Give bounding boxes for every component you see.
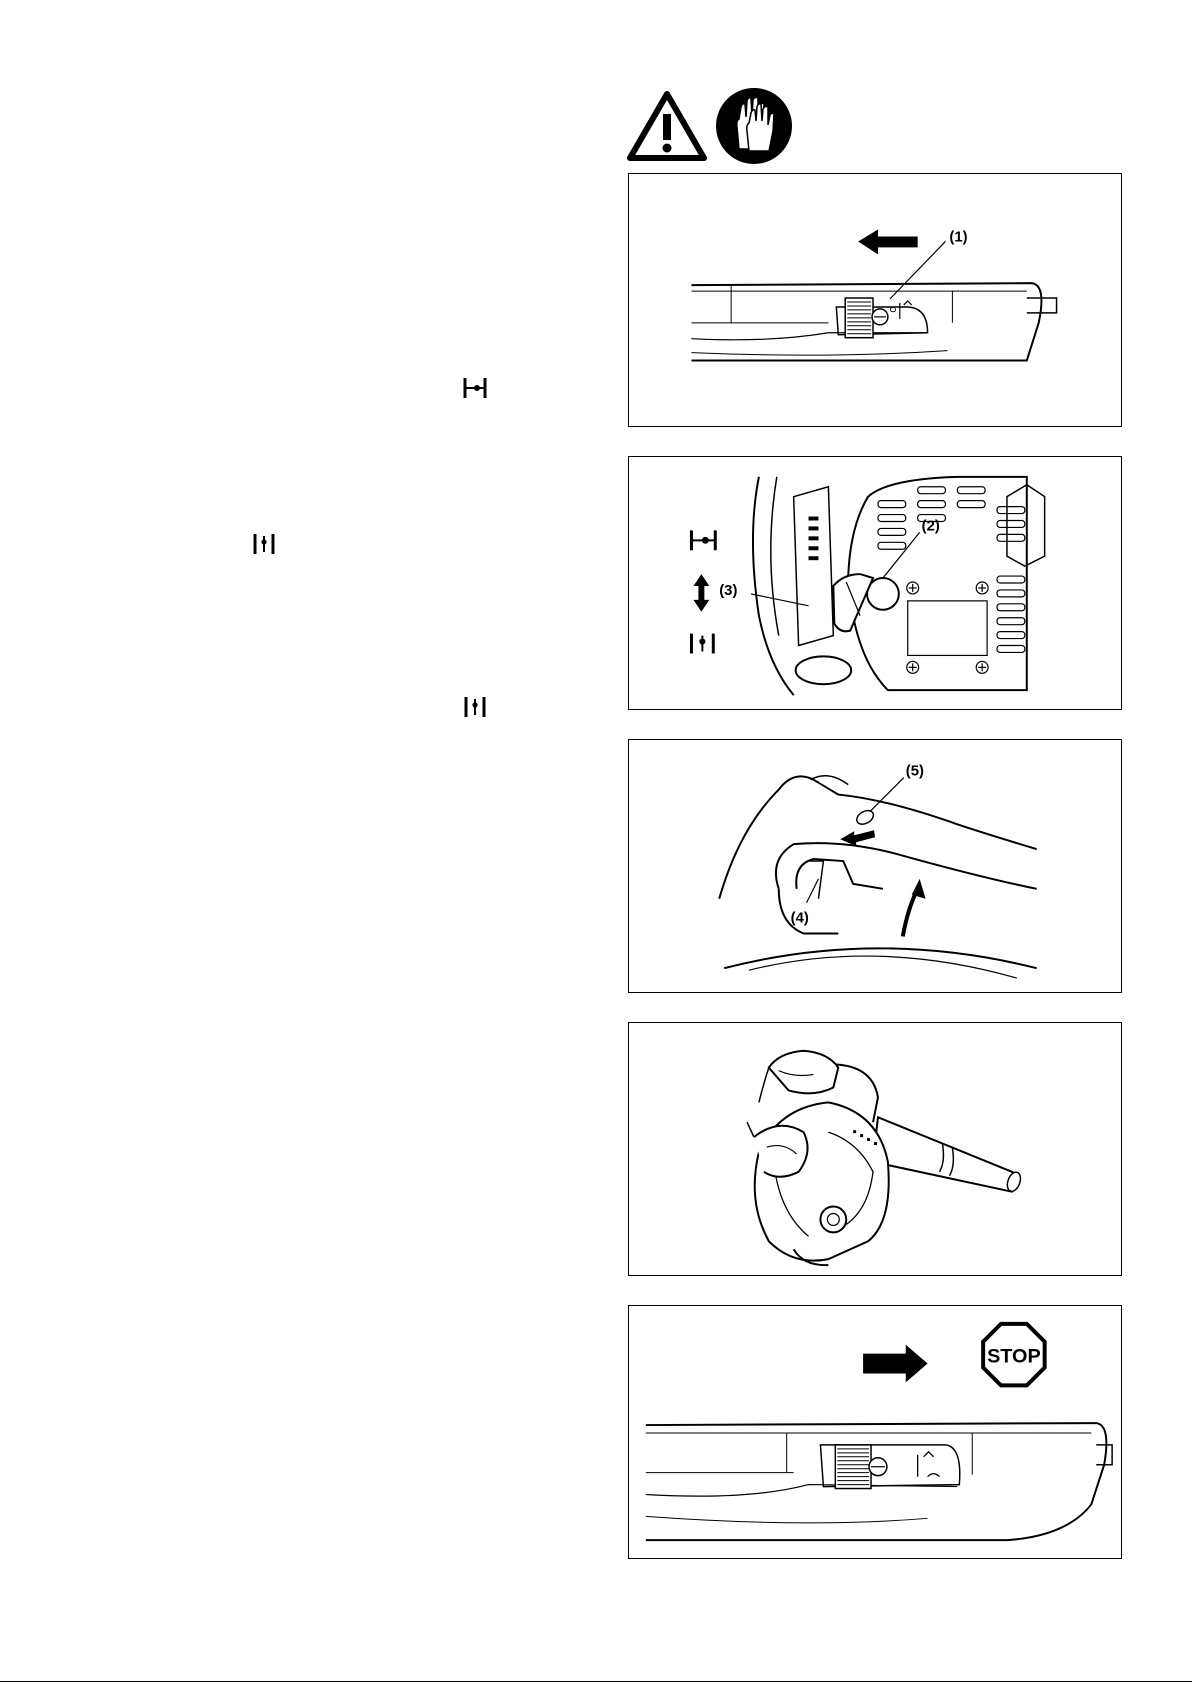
svg-text:STOP: STOP [987,1346,1041,1368]
svg-text:(4): (4) [791,911,809,927]
illustration-operator-holding-blower [628,1022,1122,1276]
illustration-stop-switch-stop: STOP [628,1305,1122,1559]
choke-open-symbol [460,693,490,721]
wear-gloves-icon [715,87,793,165]
svg-text:o: o [886,306,899,313]
illustration-stop-switch-start: o (1) [628,173,1122,427]
svg-text:(1): (1) [949,229,967,245]
stop-sign-icon: STOP [983,1324,1045,1386]
footer-rule [0,1681,1192,1682]
illustration-throttle-trigger: (5) (4) [628,739,1122,993]
callout-1: (1) [949,229,967,245]
svg-text:(3): (3) [719,583,737,599]
svg-text:(5): (5) [906,764,924,780]
choke-closed-symbol [460,374,490,402]
illustration-choke-lever: (3) [628,456,1122,710]
svg-text:(2): (2) [922,518,940,534]
warning-triangle-icon [626,90,708,162]
choke-open-symbol [249,530,279,558]
